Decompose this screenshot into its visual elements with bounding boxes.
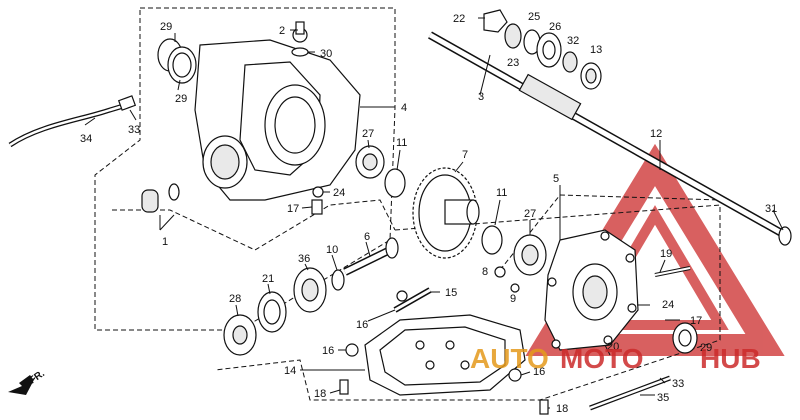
label-11: 11 xyxy=(396,137,407,149)
label-14: 14 xyxy=(284,365,296,377)
label-10: 10 xyxy=(326,244,338,256)
label-24: 24 xyxy=(662,299,674,311)
label-22: 22 xyxy=(453,13,465,25)
seal-rings-29 xyxy=(157,38,197,84)
leader-lines xyxy=(84,17,784,409)
label-26: 26 xyxy=(549,21,561,33)
svg-text:MOTO: MOTO xyxy=(560,343,643,374)
label-25: 25 xyxy=(528,11,540,23)
svg-text:AUTO: AUTO xyxy=(470,343,549,374)
shim-11b xyxy=(481,225,503,255)
label-16: 16 xyxy=(356,319,368,331)
label-27: 27 xyxy=(362,128,374,140)
label-21: 21 xyxy=(262,273,274,285)
final-gear-case xyxy=(194,21,361,201)
label-9: 9 xyxy=(510,293,516,305)
label-29: 29 xyxy=(700,342,712,354)
label-36: 36 xyxy=(298,253,310,265)
label-17: 17 xyxy=(690,315,702,327)
part-number-labels: 29 29 2 30 4 27 11 7 24 17 1 34 33 22 25… xyxy=(80,11,777,415)
label-35: 35 xyxy=(657,392,669,404)
label-31: 31 xyxy=(765,203,777,215)
label-33: 33 xyxy=(672,378,684,390)
label-4: 4 xyxy=(401,102,407,114)
label-1: 1 xyxy=(162,236,168,248)
label-30: 30 xyxy=(320,48,332,60)
label-24: 24 xyxy=(333,187,345,199)
label-13: 13 xyxy=(590,44,602,56)
label-18: 18 xyxy=(556,403,568,415)
label-16: 16 xyxy=(533,366,545,378)
label-3: 3 xyxy=(478,91,484,103)
label-20: 20 xyxy=(607,341,619,353)
label-18: 18 xyxy=(314,388,326,400)
label-15: 15 xyxy=(445,287,457,299)
shaft-parts-top xyxy=(483,9,602,90)
drive-shaft-12 xyxy=(428,31,792,246)
label-8: 8 xyxy=(482,266,488,278)
label-29: 29 xyxy=(175,93,187,105)
sub-box-line xyxy=(112,199,396,251)
collar-1 xyxy=(141,183,180,213)
svg-text:HUB: HUB xyxy=(700,343,761,374)
label-16: 16 xyxy=(322,345,334,357)
label-33: 33 xyxy=(128,124,140,136)
watermark-text: AUTO MOTO HUB xyxy=(470,343,761,374)
label-11: 11 xyxy=(496,187,507,199)
housing-group-box xyxy=(94,7,396,331)
label-17: 17 xyxy=(287,203,299,215)
skid-plate-14 xyxy=(364,314,526,396)
shim-11a xyxy=(384,168,406,198)
label-32: 32 xyxy=(567,35,579,47)
label-29: 29 xyxy=(160,21,172,33)
label-19: 19 xyxy=(660,248,672,260)
label-28: 28 xyxy=(229,293,241,305)
label-12: 12 xyxy=(650,128,662,140)
label-2: 2 xyxy=(279,25,285,37)
label-6: 6 xyxy=(364,231,370,243)
label-5: 5 xyxy=(553,173,559,185)
pinion-assembly xyxy=(223,237,399,356)
front-direction-arrow: FR. xyxy=(8,368,47,395)
label-34: 34 xyxy=(80,133,92,145)
label-7: 7 xyxy=(462,149,468,161)
ring-gear-7 xyxy=(412,167,480,259)
gear-case-cover-5 xyxy=(544,229,639,351)
label-27: 27 xyxy=(524,208,536,220)
label-23: 23 xyxy=(507,57,519,69)
